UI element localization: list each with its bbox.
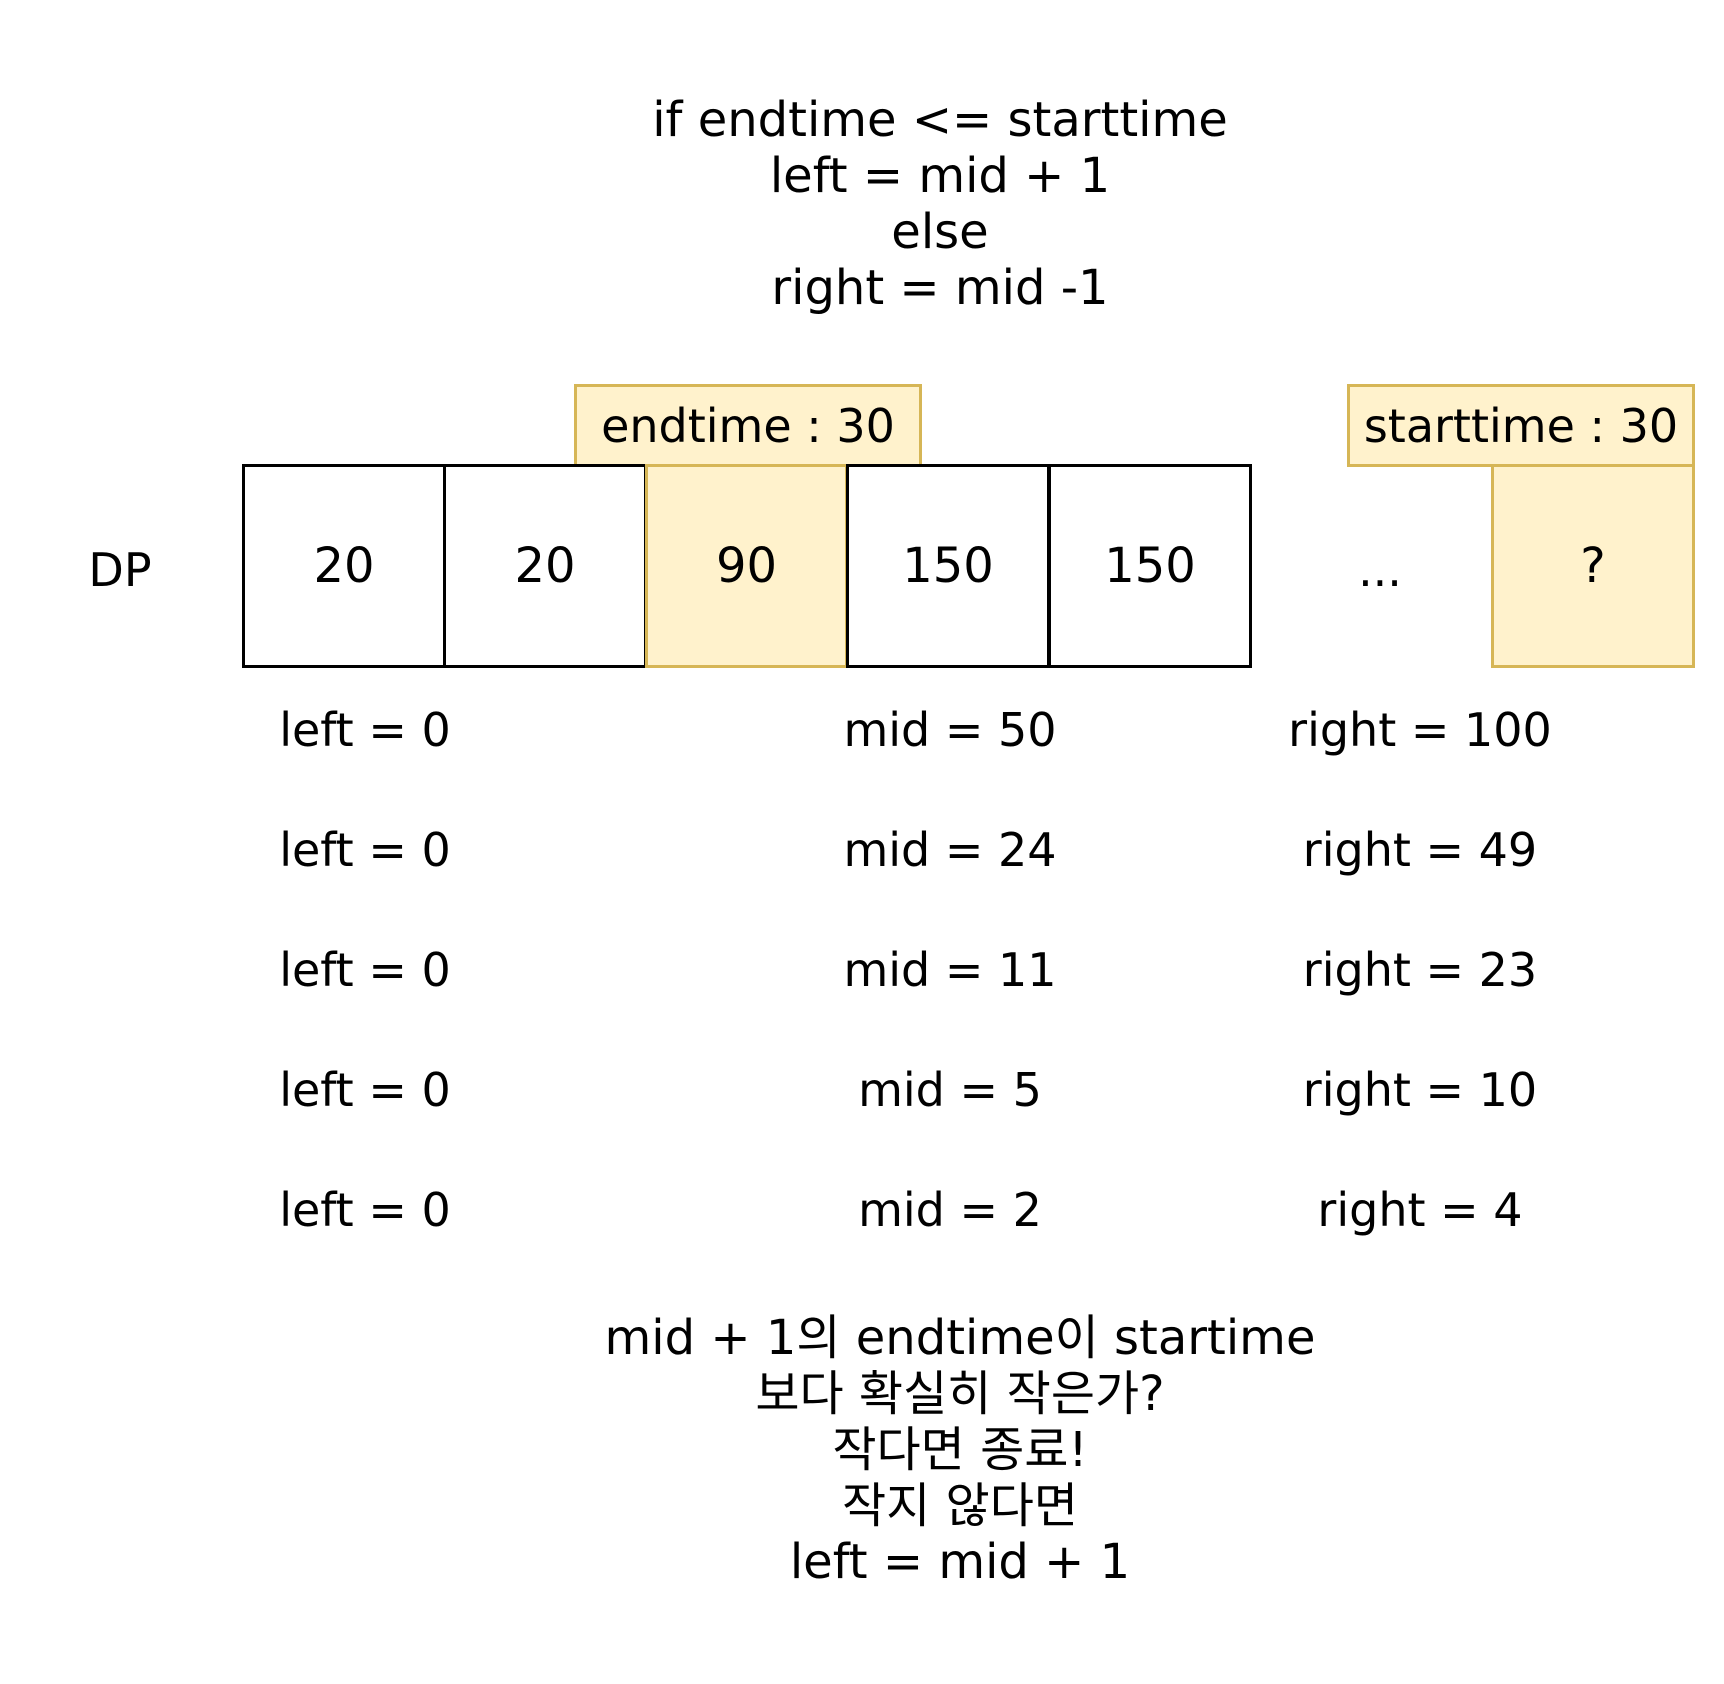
note-line-1: mid + 1의 endtime이 startime: [604, 1310, 1316, 1366]
iter-3-right: right = 23: [1302, 943, 1538, 997]
note-line-4: 작지 않다면: [841, 1478, 1079, 1534]
dp-cell-0: 20: [242, 464, 446, 668]
iter-1-left: left = 0: [279, 703, 451, 757]
iter-4-mid: mid = 5: [858, 1063, 1042, 1117]
note-line-3: 작다면 종료!: [832, 1422, 1088, 1478]
rule-line-4: right = mid -1: [771, 260, 1109, 316]
iter-2-mid: mid = 24: [843, 823, 1057, 877]
iter-4-left: left = 0: [279, 1063, 451, 1117]
note-line-5: left = mid + 1: [789, 1534, 1131, 1590]
iter-5-mid: mid = 2: [858, 1183, 1042, 1237]
iter-5-left: left = 0: [279, 1183, 451, 1237]
dp-cell-1: 20: [443, 464, 647, 668]
note-line-2: 보다 확실히 작은가?: [755, 1366, 1165, 1422]
starttime-tag: starttime : 30: [1347, 384, 1695, 467]
iter-4-right: right = 10: [1302, 1063, 1538, 1117]
dp-cell-unknown: ?: [1491, 464, 1695, 668]
iter-1-mid: mid = 50: [843, 703, 1057, 757]
rule-text: if endtime <= starttime left = mid + 1 e…: [600, 92, 1280, 316]
dp-cell-2-highlighted: 90: [645, 464, 848, 668]
endtime-tag: endtime : 30: [574, 384, 922, 467]
note-text: mid + 1의 endtime이 startime 보다 확실히 작은가? 작…: [560, 1310, 1360, 1590]
rule-line-3: else: [891, 204, 989, 260]
rule-line-1: if endtime <= starttime: [652, 92, 1228, 148]
dp-label: DP: [88, 543, 152, 597]
iter-2-right: right = 49: [1302, 823, 1538, 877]
dp-cell-4: 150: [1048, 464, 1252, 668]
rule-line-2: left = mid + 1: [769, 148, 1111, 204]
iter-5-right: right = 4: [1317, 1183, 1523, 1237]
iter-1-right: right = 100: [1288, 703, 1552, 757]
iter-3-left: left = 0: [279, 943, 451, 997]
iter-3-mid: mid = 11: [843, 943, 1057, 997]
dp-cell-3: 150: [846, 464, 1050, 668]
dp-ellipsis: ...: [1358, 543, 1402, 597]
iter-2-left: left = 0: [279, 823, 451, 877]
